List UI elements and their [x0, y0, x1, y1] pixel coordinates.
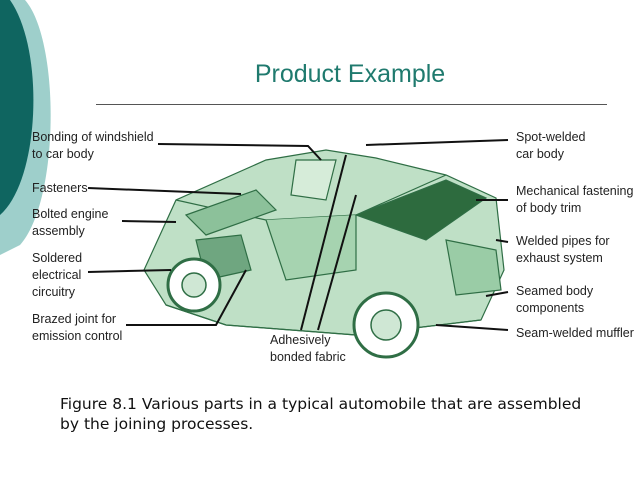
label-adhesively-bonded: Adhesively bonded fabric — [270, 333, 346, 364]
label-spot-welded: Spot-welded car body — [516, 130, 586, 161]
label-seamed-body: Seamed body components — [516, 284, 594, 315]
label-welded-pipes: Welded pipes for exhaust system — [516, 234, 610, 265]
slide-title: Product Example — [254, 60, 446, 88]
label-windshield-bonding: Bonding of windshield to car body — [32, 130, 154, 161]
label-fasteners: Fasteners — [32, 181, 88, 195]
label-soldered-circuitry: Soldered electrical circuitry — [32, 251, 83, 299]
figure-caption: Figure 8.1 Various parts in a typical au… — [60, 395, 582, 433]
label-bolted-engine: Bolted engine assembly — [32, 207, 109, 238]
front-wheel — [166, 257, 222, 313]
slide-decoration — [0, 0, 60, 260]
label-mechanical-fastening: Mechanical fastening of body trim — [516, 184, 634, 215]
rear-wheel — [352, 291, 420, 359]
leader-lines — [87, 139, 509, 331]
car-cutaway-figure — [87, 139, 509, 359]
label-brazed-joint: Brazed joint for emission control — [32, 312, 123, 343]
label-seam-welded-muffler: Seam-welded muffler — [516, 326, 634, 340]
title-divider — [96, 104, 607, 105]
